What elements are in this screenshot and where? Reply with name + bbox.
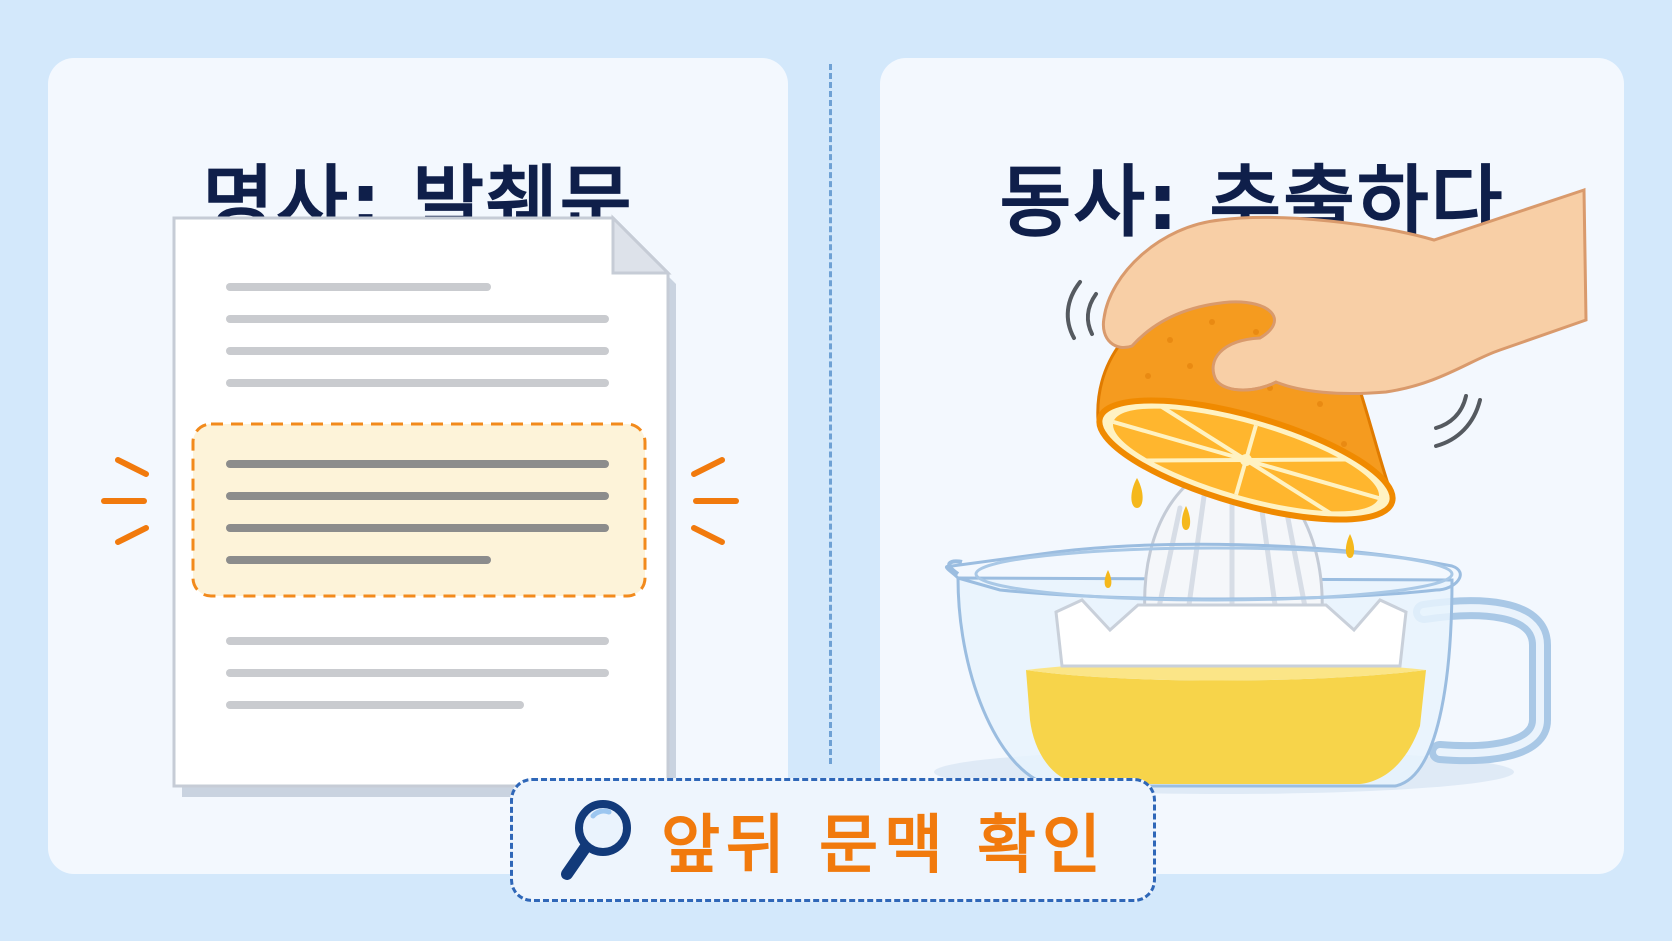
hand (1101, 187, 1588, 396)
context-check-label: 앞뒤 문맥 확인 (661, 809, 1107, 883)
folded-corner-icon (611, 214, 672, 275)
strainer-ring (1054, 598, 1408, 668)
document-text-lines (226, 283, 609, 709)
panel-divider (829, 64, 832, 764)
document-illustration (101, 214, 739, 797)
magnifier-icon (561, 800, 632, 880)
excerpt-highlight-box (191, 422, 647, 598)
excerpt-text-lines (226, 460, 609, 564)
juicer-illustration (934, 187, 1588, 794)
emphasis-marks-icon (101, 457, 739, 545)
orange-juice (1026, 670, 1426, 784)
context-check-callout: 앞뒤 문맥 확인 (510, 778, 1156, 902)
motion-lines-icon (1065, 280, 1482, 448)
